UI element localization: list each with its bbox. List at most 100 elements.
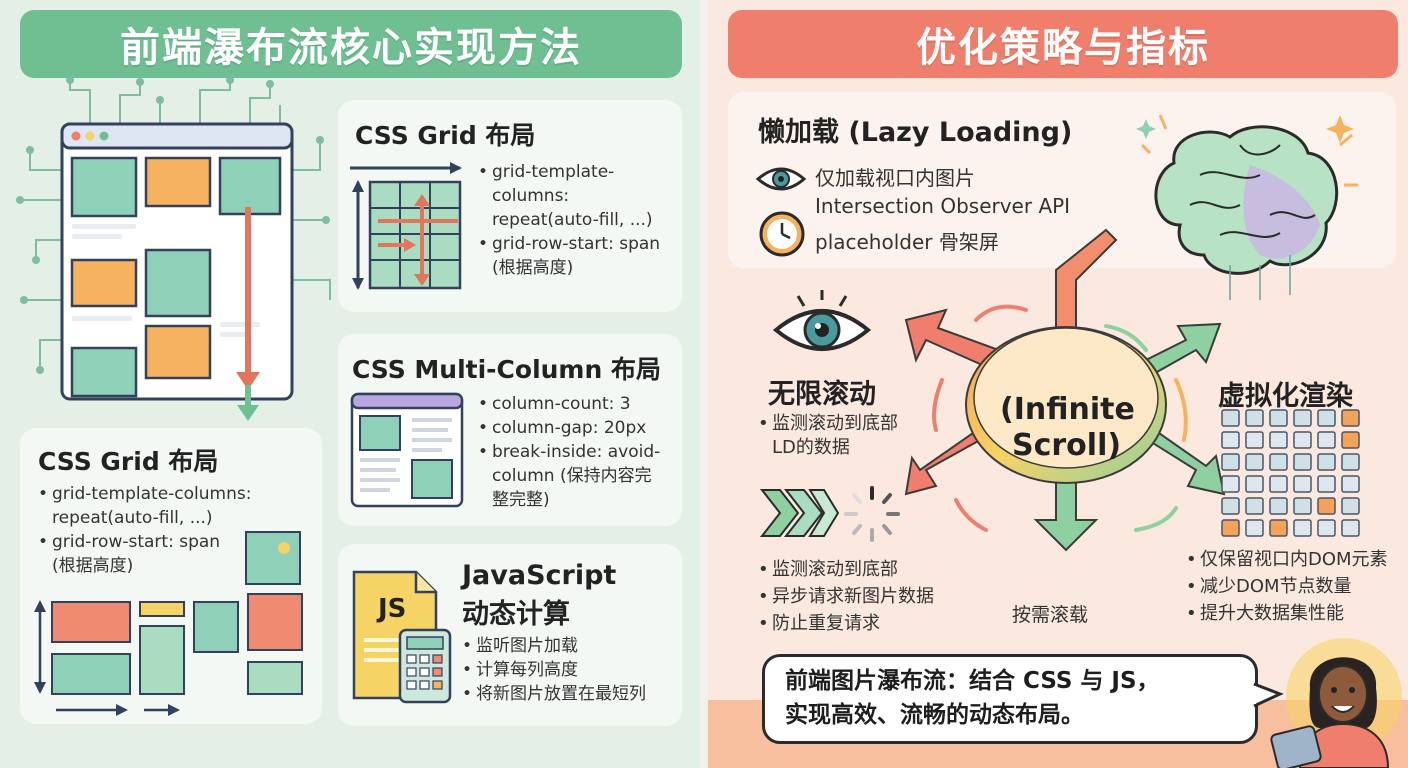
bullet-cont: (根据高度) (492, 258, 574, 278)
infinite-scroll-hub (904, 228, 1226, 552)
virtual-grid-cell (1317, 475, 1336, 493)
bullet: break-inside: avoid- (478, 440, 660, 464)
virtual-grid-cell (1341, 431, 1360, 449)
bullet: column-count: 3 (478, 392, 660, 416)
bubble-tail (1250, 682, 1284, 708)
bullet-cont: repeat(auto-fill, ...) (492, 210, 653, 230)
bullet: column-gap: 20px (478, 416, 660, 440)
js-card-bullets: 监听图片加载 计算每列高度 将新图片放置在最短列 (462, 634, 646, 706)
loading-spinner-icon (844, 486, 900, 542)
eye-large-icon (772, 290, 872, 351)
virtual-grid-cell (1221, 409, 1240, 427)
summary-line-2: 实现高效、流畅的动态布局。 (785, 702, 1084, 728)
virtual-grid-cell (1221, 475, 1240, 493)
virtual-grid-cell (1293, 497, 1312, 515)
bullet: 异步请求新图片数据 (758, 583, 934, 610)
virtual-grid-cell (1293, 409, 1312, 427)
scroll-list: 监测滚动到底部 异步请求新图片数据 防止重复请求 (758, 556, 934, 637)
brain-icon (1136, 114, 1358, 300)
bullet: 计算每列高度 (462, 658, 646, 682)
left-title: 前端瀑布流核心实现方法 (20, 10, 682, 78)
virtual-grid-cell (1221, 453, 1240, 471)
multicolumn-bullets: column-count: 3 column-gap: 20px break-i… (478, 392, 660, 512)
virtual-grid-cell (1221, 519, 1240, 537)
virtual-grid-cell (1245, 431, 1264, 449)
virtual-heading: 虚拟化渲染 (1218, 381, 1353, 412)
grid-card-bottom-heading: CSS Grid 布局 (38, 447, 219, 476)
virtual-grid-cell (1317, 409, 1336, 427)
virtual-grid-cell (1269, 453, 1288, 471)
virtual-grid-cell (1341, 497, 1360, 515)
js-card-heading-1: JavaScript (462, 560, 617, 591)
bullet: 监测滚动到底部 (758, 412, 898, 436)
virtual-grid-cell (1317, 431, 1336, 449)
bullet: 监测滚动到底部 (758, 556, 934, 583)
grid-blocks-illustration (34, 531, 303, 716)
js-calculator-icon (352, 570, 452, 704)
eye-icon (755, 167, 807, 191)
bullet-cont: column (保持内容完 (492, 466, 652, 486)
virtual-grid-cell (1341, 475, 1360, 493)
bullet: grid-row-start: span (38, 530, 251, 554)
bullet: grid-template-columns: (38, 482, 251, 506)
circuit-decoration (16, 76, 331, 374)
summary-text: 前端图片瀑布流：结合 CSS 与 JS， 实现高效、流畅的动态布局。 (785, 664, 1245, 732)
grid-card-top-bullets: grid-template- columns: repeat(auto-fill… (478, 160, 660, 280)
bullet: grid-row-start: span (478, 232, 660, 256)
virtual-grid-cell (1293, 475, 1312, 493)
lazy-line-2: Intersection Observer API (815, 194, 1071, 218)
virtual-grid-cell (1317, 497, 1336, 515)
lazy-line-3: placeholder 骨架屏 (815, 230, 999, 254)
lazy-heading: 懒加载 (Lazy Loading) (758, 117, 1073, 148)
left-panel: 前端瀑布流核心实现方法 (0, 0, 700, 768)
virtual-grid-cell (1269, 409, 1288, 427)
center-label-2: Scroll) (1012, 428, 1122, 463)
js-icon-label: JS (378, 594, 407, 624)
virtual-grid-cell (1245, 519, 1264, 537)
grid-card-bottom-bullets: grid-template-columns: repeat(auto-fill,… (38, 482, 251, 578)
virtual-grid-cell (1317, 519, 1336, 537)
bullet-cont: repeat(auto-fill, ...) (52, 508, 213, 528)
bullet: 将新图片放置在最短列 (462, 682, 646, 706)
virtual-grid-cell (1221, 431, 1240, 449)
down-arrow-icon (237, 385, 259, 421)
virtual-grid-cell (1269, 431, 1288, 449)
center-label-1: (Infinite (1000, 392, 1135, 427)
virtual-grid-cell (1341, 519, 1360, 537)
virtual-grid-cell (1245, 497, 1264, 515)
virtual-grid-cell (1341, 453, 1360, 471)
virtual-grid-cell (1269, 497, 1288, 515)
bullet: 防止重复请求 (758, 610, 934, 637)
bullet: 提升大数据集性能 (1186, 600, 1388, 627)
browser-masonry-illustration (60, 122, 294, 401)
virtual-grid-cell (1245, 475, 1264, 493)
bullet-cont: LD的数据 (772, 437, 850, 458)
js-card-heading-2: 动态计算 (462, 599, 570, 630)
virtual-grid-cell (1293, 431, 1312, 449)
multicolumn-card-heading: CSS Multi-Column 布局 (352, 355, 661, 384)
multicolumn-window-icon (350, 392, 464, 508)
infinite-lines: 监测滚动到底部 LD的数据 (758, 412, 898, 460)
virtual-grid-cell (1317, 453, 1336, 471)
virtual-grid-cell (1245, 409, 1264, 427)
presenter-avatar (1270, 638, 1402, 768)
chevrons-icon (759, 489, 840, 537)
right-title: 优化策略与指标 (728, 10, 1398, 78)
bullet: 减少DOM节点数量 (1186, 573, 1388, 600)
grid-layout-icon (350, 162, 462, 290)
bullet: grid-template- (478, 160, 660, 184)
virtual-grid-cell (1293, 453, 1312, 471)
on-demand-label: 按需滚载 (1012, 604, 1089, 626)
clock-icon (759, 211, 805, 257)
bullet-cont: 整完整) (492, 490, 550, 510)
virtual-bullets: 仅保留视口内DOM元素 减少DOM节点数量 提升大数据集性能 (1186, 546, 1388, 627)
lazy-line-1: 仅加载视口内图片 (815, 166, 975, 190)
bullet: 仅保留视口内DOM元素 (1186, 546, 1388, 573)
virtual-grid-cell (1221, 497, 1240, 515)
virtual-grid-cell (1245, 453, 1264, 471)
virtual-grid-icon (1221, 409, 1360, 537)
summary-line-1: 前端图片瀑布流：结合 CSS 与 JS， (785, 668, 1160, 694)
virtual-grid-cell (1269, 519, 1288, 537)
virtual-grid-cell (1293, 519, 1312, 537)
virtual-grid-cell (1341, 409, 1360, 427)
